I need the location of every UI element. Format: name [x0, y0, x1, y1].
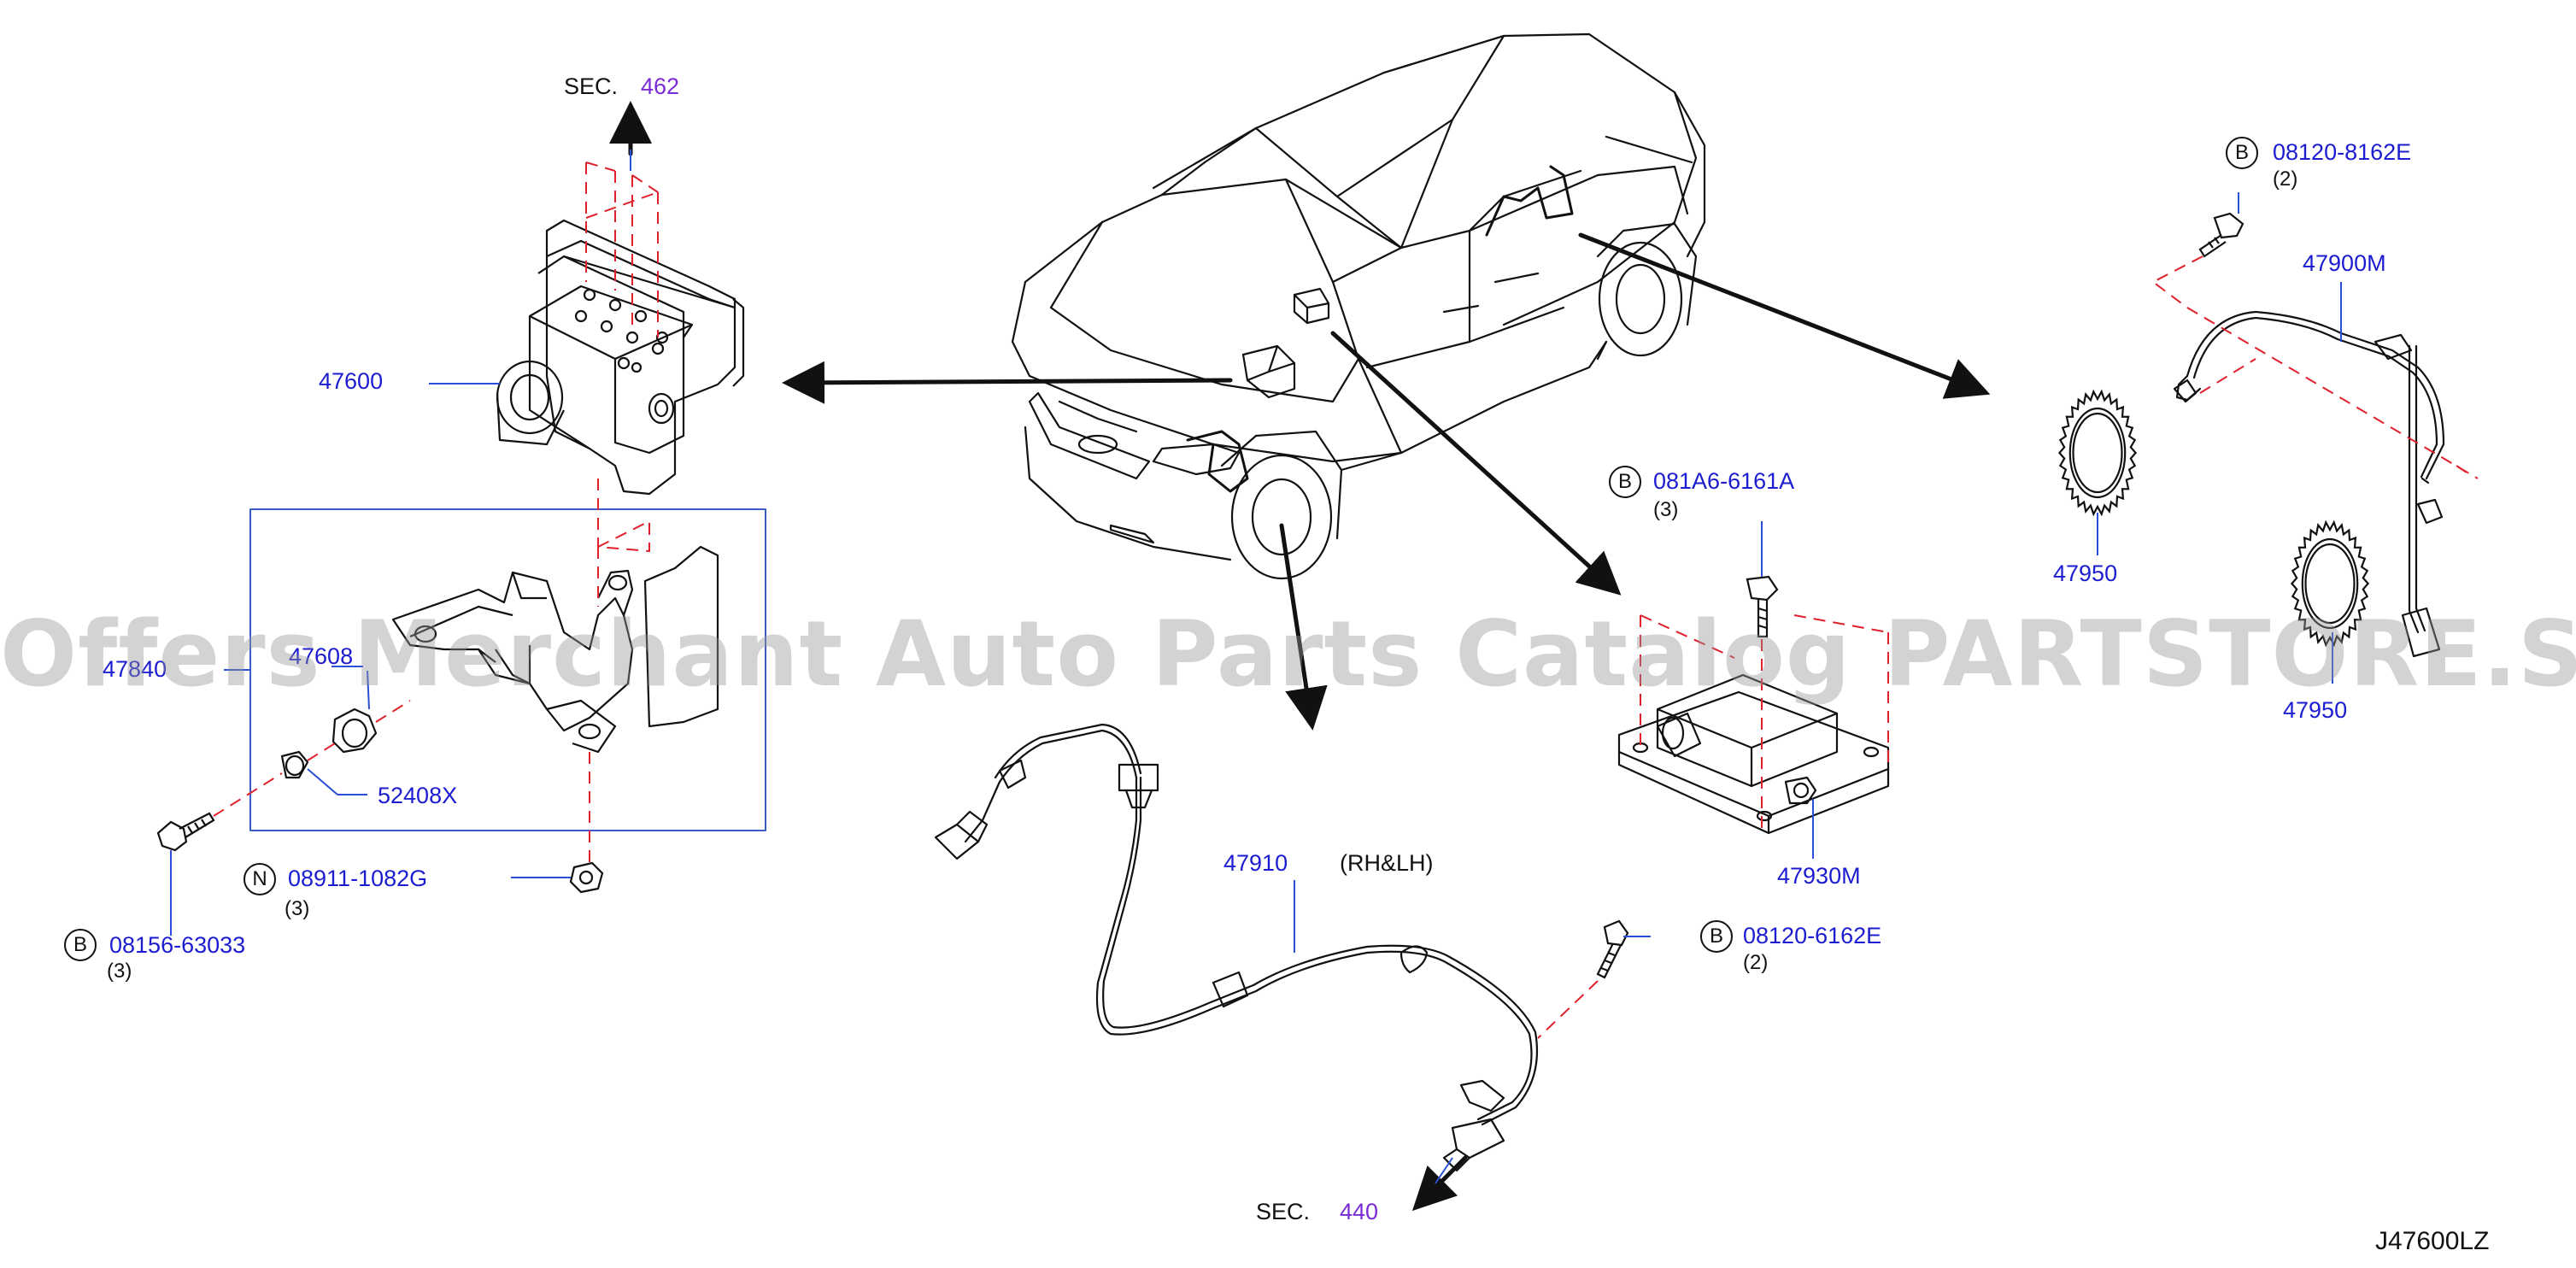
- diagram-code: J47600LZ: [2375, 1227, 2490, 1255]
- sec-top-link[interactable]: 462: [641, 73, 680, 99]
- rear-sensor-bolt-qty: (2): [2273, 167, 2298, 191]
- bolt-icon: [1596, 919, 1629, 979]
- bolt-symbol: B: [1700, 920, 1733, 953]
- part-label-081a6-6161a[interactable]: 081A6-6161A: [1653, 468, 1795, 494]
- sec-bottom-prefix: SEC.: [1256, 1199, 1311, 1224]
- abs-actuator-unit: [496, 219, 745, 496]
- part-label-08120-6162e[interactable]: 08120-6162E: [1743, 923, 1882, 948]
- watermark-text: Offers Merchant Auto Parts Catalog PARTS…: [0, 602, 2576, 707]
- dashed-guide-lines: [213, 161, 2479, 1039]
- tone-ring-gear: [2290, 520, 2370, 648]
- nut-icon: [569, 861, 604, 894]
- part-label-08120-8162e[interactable]: 08120-8162E: [2273, 139, 2412, 165]
- part-label-08911-1082g[interactable]: 08911-1082G: [288, 866, 428, 891]
- bolt-qty: (3): [107, 960, 132, 983]
- part-label-47930m[interactable]: 47930M: [1777, 863, 1861, 889]
- sec-bottom-link[interactable]: 440: [1340, 1199, 1379, 1224]
- part-label-47608[interactable]: 47608: [289, 643, 354, 669]
- yaw-bolt-qty: (3): [1653, 498, 1679, 521]
- bolt-symbol: B: [64, 929, 97, 961]
- sec-top-prefix: SEC.: [564, 73, 619, 99]
- part-label-47840[interactable]: 47840: [103, 656, 167, 682]
- front-sensor-bolt-qty: (2): [1743, 951, 1769, 974]
- tone-ring-gear: [2057, 389, 2138, 517]
- bolt-symbol: B: [1609, 466, 1641, 498]
- bolt-icon: [156, 812, 215, 852]
- part-label-47900m[interactable]: 47900M: [2303, 250, 2386, 276]
- leader-lines: [170, 150, 2342, 1184]
- part-label-47950-lower[interactable]: 47950: [2283, 697, 2348, 723]
- vehicle-illustration: [1011, 32, 1706, 580]
- part-label-08156-63033[interactable]: 08156-63033: [109, 932, 246, 958]
- part-label-52408x[interactable]: 52408X: [378, 783, 458, 808]
- wheel-speed-sensor-harness: [2173, 310, 2445, 658]
- bolt-symbol: B: [2226, 137, 2258, 169]
- nut-symbol: N: [244, 863, 276, 895]
- bolt-icon: [2198, 212, 2244, 258]
- part-label-47950-upper[interactable]: 47950: [2053, 561, 2118, 586]
- yaw-rate-sensor-unit: [1617, 673, 1890, 835]
- direction-arrow: [609, 101, 1991, 1212]
- front-sensor-note: (RH&LH): [1340, 850, 1434, 876]
- nut-qty: (3): [285, 897, 310, 920]
- part-label-47910[interactable]: 47910: [1223, 850, 1288, 876]
- bolt-icon: [1746, 575, 1779, 638]
- part-label-47600[interactable]: 47600: [319, 368, 384, 394]
- wheel-speed-sensor-harness: [934, 723, 1539, 1172]
